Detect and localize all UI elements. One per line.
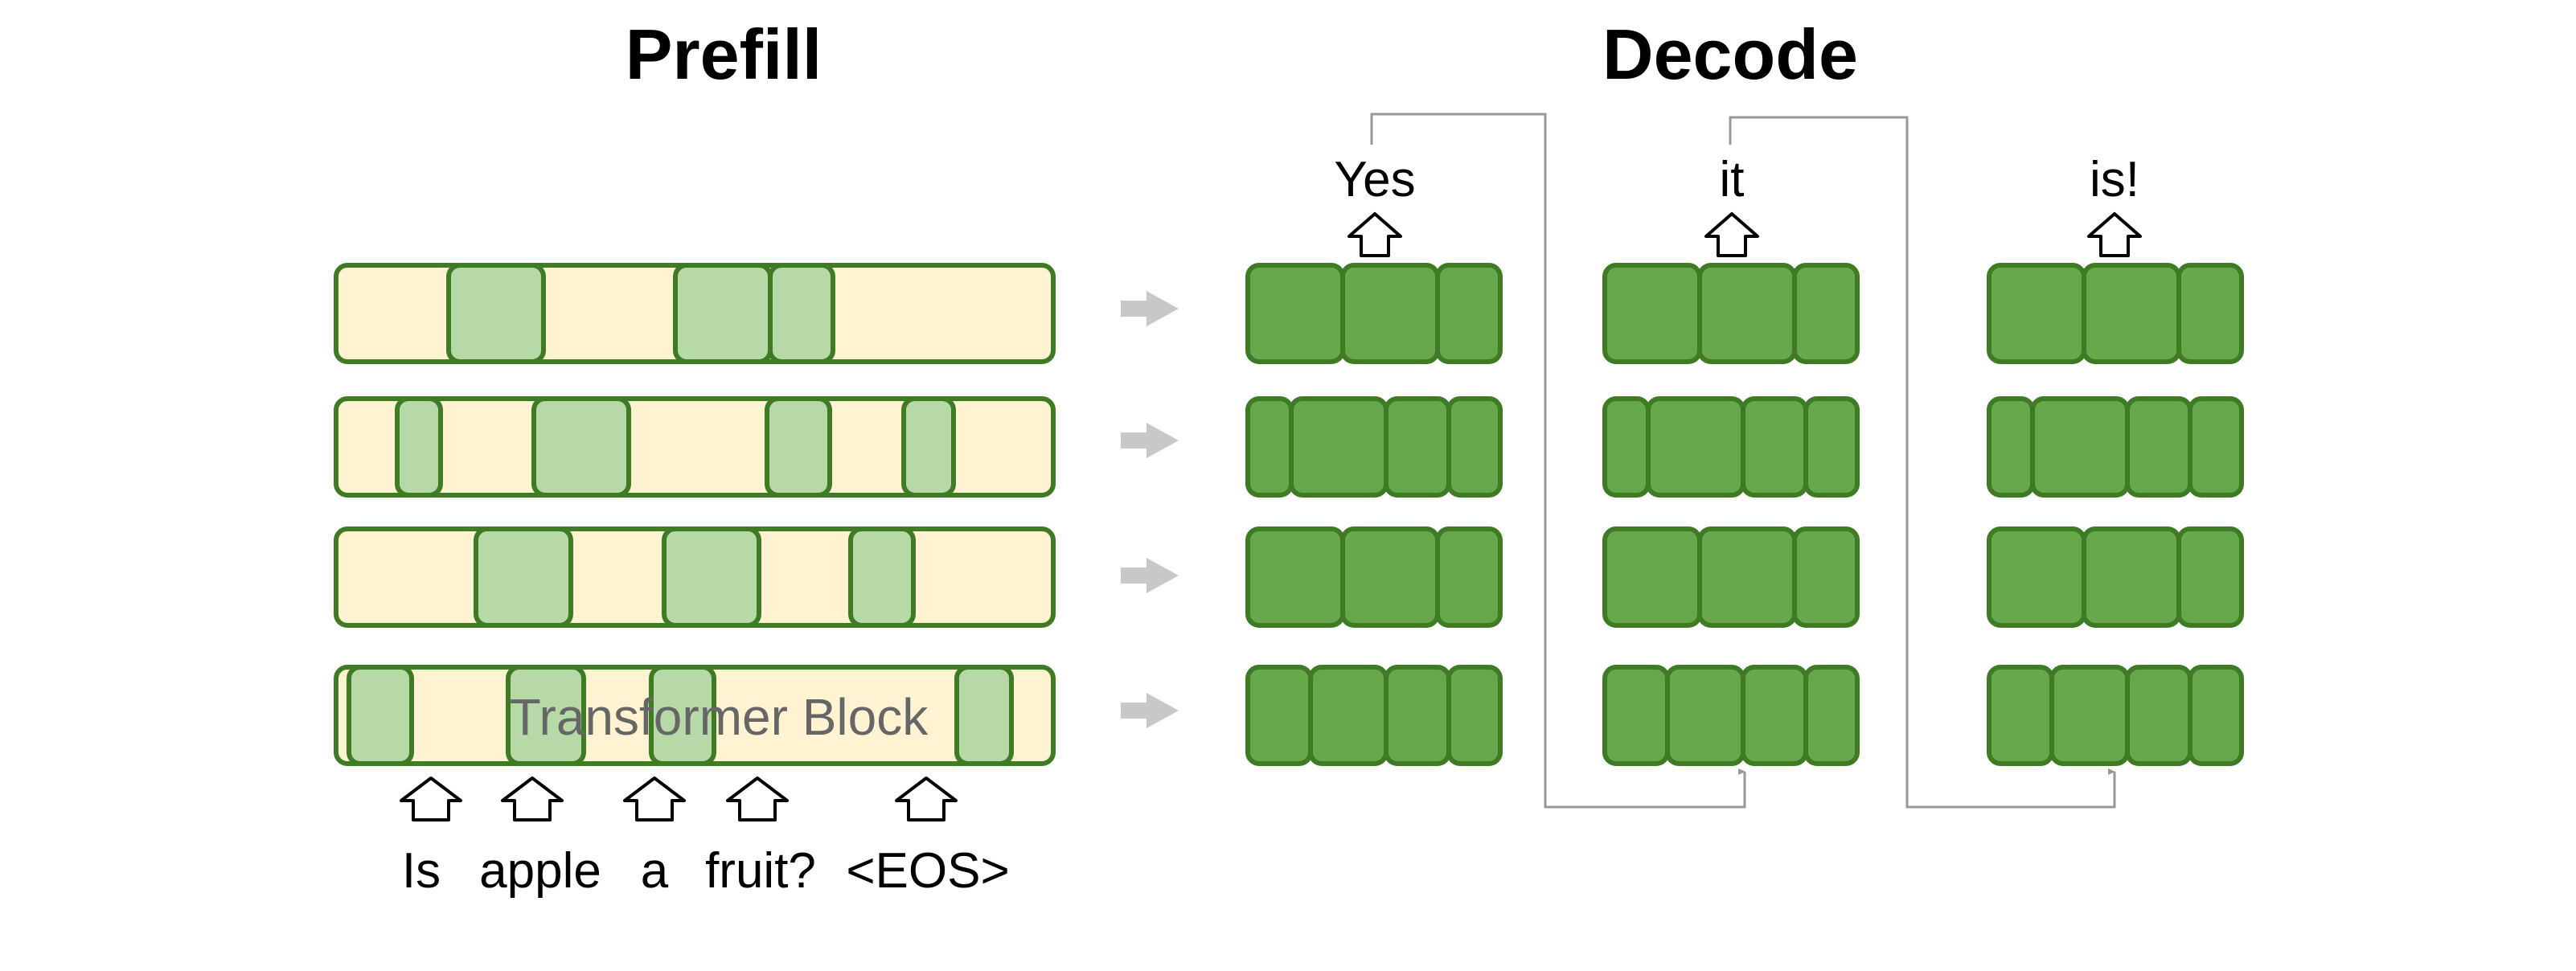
up-arrow-icon	[400, 776, 462, 821]
attended-token-cell	[474, 526, 573, 628]
attended-token-cell	[347, 665, 414, 766]
feedback-connector	[1729, 116, 2116, 809]
output-token: Yes	[1334, 152, 1415, 207]
prefill-block-3	[334, 526, 1056, 628]
attended-token-cell	[768, 263, 835, 364]
output-token: is!	[2090, 152, 2139, 207]
attended-token-cell	[531, 396, 631, 498]
up-arrow-icon	[501, 776, 564, 821]
flow-arrow-icon	[1121, 291, 1179, 326]
attended-token-cell	[765, 396, 832, 498]
up-arrow-icon	[1704, 212, 1759, 257]
attended-token-cell	[901, 396, 956, 498]
attended-token-cell	[506, 665, 586, 766]
feedback-connector	[1370, 113, 1746, 809]
up-arrow-icon	[1347, 212, 1402, 257]
prefill-block-1	[334, 263, 1056, 364]
up-arrow-icon	[623, 776, 686, 821]
decode-title: Decode	[1602, 14, 1858, 94]
input-token: a	[641, 843, 669, 899]
up-arrow-icon	[895, 776, 958, 821]
decode-step-2	[1602, 263, 1860, 766]
flow-arrow-icon	[1121, 423, 1179, 458]
attended-token-cell	[673, 263, 773, 364]
attended-token-cell	[649, 665, 716, 766]
input-token: Is	[402, 843, 441, 899]
decode-step-1	[1245, 263, 1503, 766]
input-token: fruit?	[705, 843, 816, 899]
prefill-block-4: Transformer Block	[334, 665, 1056, 766]
decode-step-3	[1987, 263, 2244, 766]
flow-arrow-icon	[1121, 558, 1179, 593]
input-token: <EOS>	[846, 843, 1009, 899]
output-token: it	[1720, 152, 1745, 207]
attended-token-cell	[848, 526, 916, 628]
flow-arrow-icon	[1121, 693, 1179, 728]
up-arrow-icon	[726, 776, 789, 821]
attended-token-cell	[395, 396, 443, 498]
input-token: apple	[479, 843, 601, 899]
up-arrow-icon	[2087, 212, 2142, 257]
transformer-block-label: Transformer Block	[510, 688, 929, 746]
attended-token-cell	[662, 526, 761, 628]
attended-token-cell	[446, 263, 546, 364]
prefill-title: Prefill	[626, 14, 822, 94]
attended-token-cell	[954, 665, 1014, 766]
prefill-block-2	[334, 396, 1056, 498]
